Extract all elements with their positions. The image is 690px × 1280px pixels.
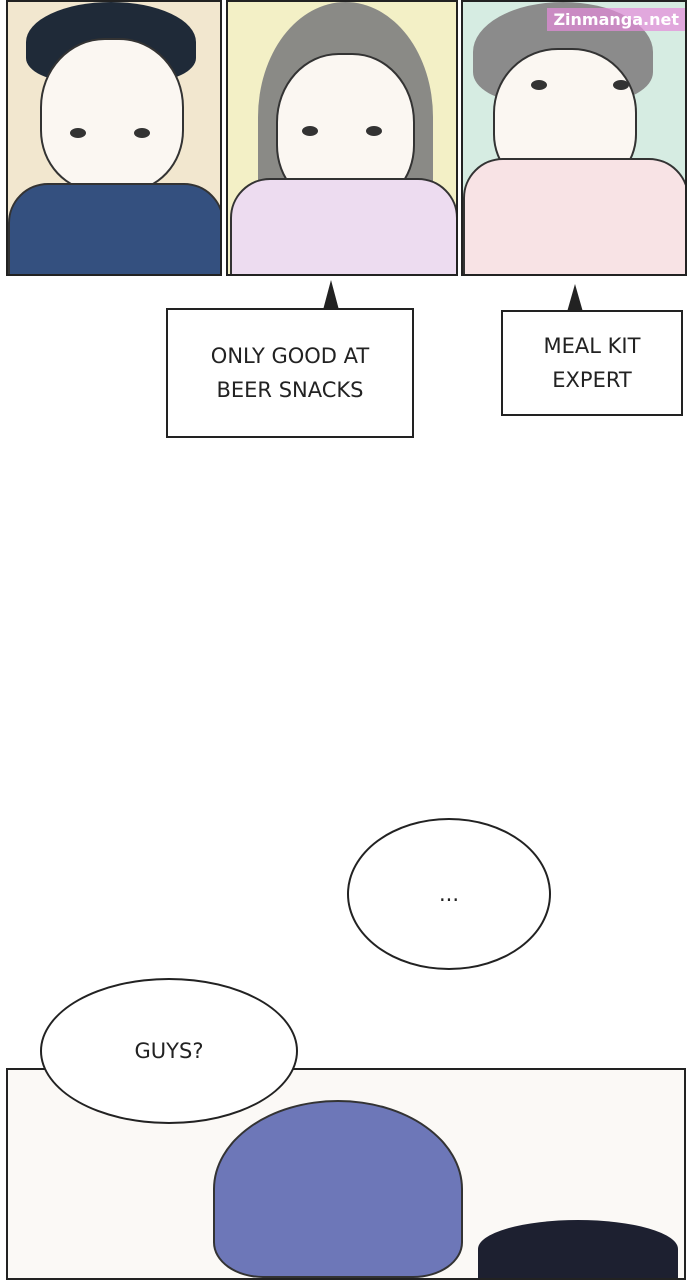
character-hair — [213, 1100, 463, 1278]
eye — [613, 80, 629, 90]
character-face — [40, 38, 184, 192]
eye — [302, 126, 318, 136]
speech-box-meal-kit: MEAL KIT EXPERT — [501, 310, 683, 416]
eye — [531, 80, 547, 90]
bubble-tail — [567, 284, 583, 312]
panel-bottom — [6, 1068, 686, 1280]
panel-character-middle — [226, 0, 458, 276]
character-shirt — [230, 178, 456, 274]
panel-character-left — [6, 0, 222, 276]
speech-box-beer-snacks: ONLY GOOD AT BEER SNACKS — [166, 308, 414, 438]
bubble-tail — [323, 280, 339, 310]
character-shirt — [8, 183, 220, 274]
character-shirt — [463, 158, 685, 274]
speech-bubble-guys: GUYS? — [40, 978, 298, 1124]
watermark: Zinmanga.net — [547, 8, 685, 31]
eye — [366, 126, 382, 136]
eye — [134, 128, 150, 138]
character-hair — [478, 1220, 678, 1278]
panel-character-right: Zinmanga.net — [461, 0, 687, 276]
eye — [70, 128, 86, 138]
speech-bubble-ellipsis: ... — [347, 818, 551, 970]
